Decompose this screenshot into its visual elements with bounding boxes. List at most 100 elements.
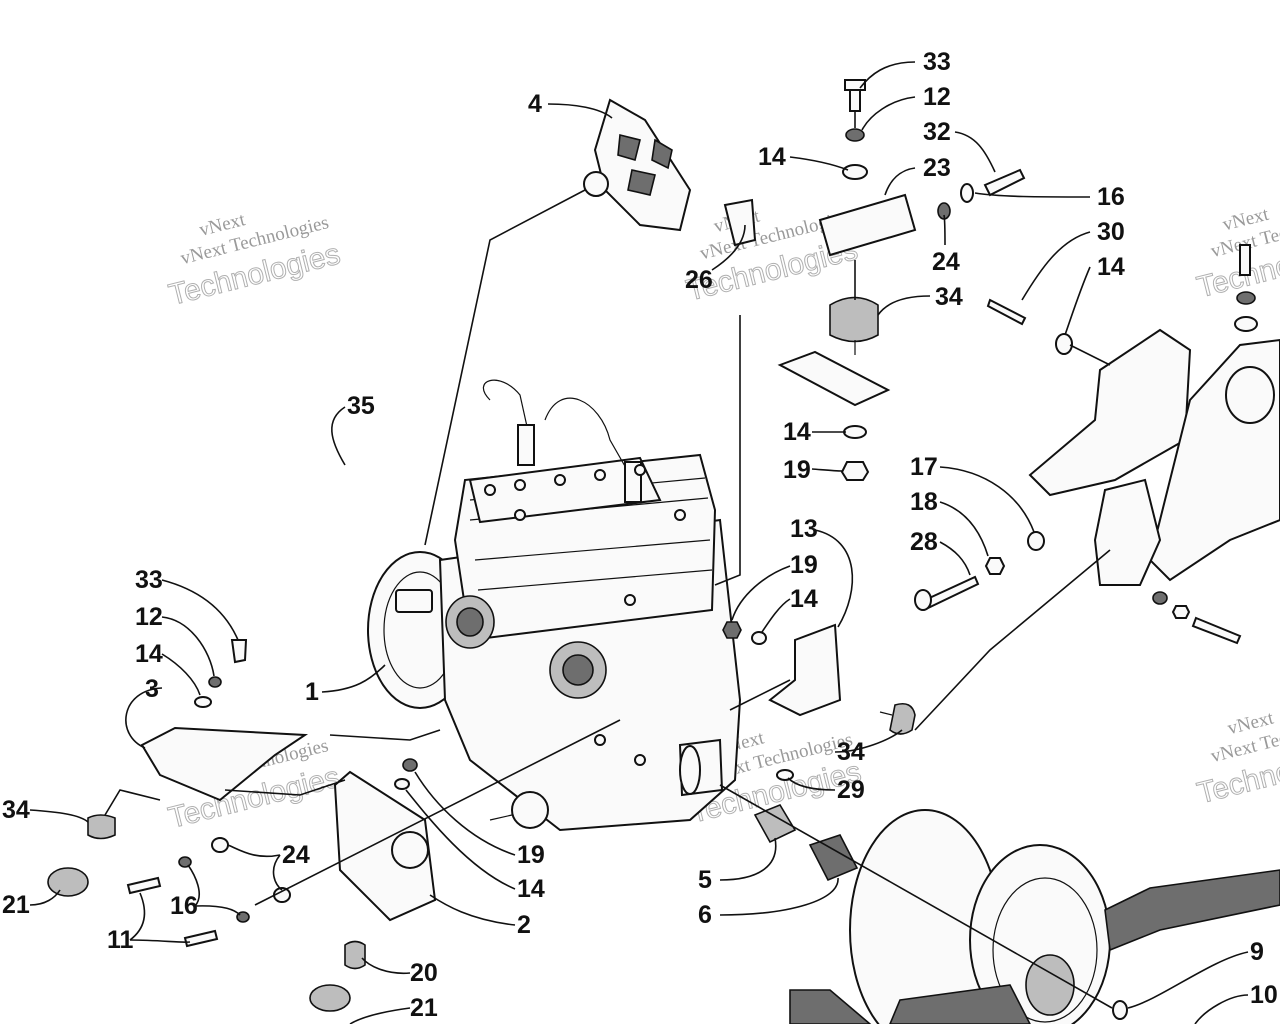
callout-35: 35 [347, 392, 375, 420]
engine-recoil-handle [395, 589, 433, 613]
front-bracket-plate [593, 98, 692, 232]
engine-spark-plug-cap-left [517, 424, 535, 466]
engine-exhaust-port-left-hole [456, 607, 484, 637]
rear-plate-cover [1028, 328, 1192, 497]
callout-11: 11 [107, 926, 134, 954]
watermark-right-mid: vNext vNext Technologies Technologies [1193, 707, 1280, 810]
nut-18 [984, 557, 1006, 575]
engine-cylinder-head [468, 456, 662, 524]
bolt-right-top [1239, 244, 1251, 276]
callout-33: 33 [923, 48, 951, 76]
mount-base-21-left [47, 867, 89, 897]
callout-24: 24 [282, 841, 310, 869]
watermark-right-top: vNext vNext Technologies Technologies [1193, 204, 1280, 305]
callout-19: 19 [517, 841, 545, 869]
callout-23: 23 [923, 154, 951, 182]
front-bracket-mount-rubber [583, 171, 609, 197]
engine-plug-wire-right [544, 397, 631, 476]
washer-16-upper [960, 183, 974, 203]
engine-bolt-heads [484, 464, 686, 766]
lock-washer-12-left [208, 676, 222, 688]
rear-plate-hole [1225, 366, 1275, 424]
clip-part [723, 198, 757, 247]
drive-belt [1104, 869, 1280, 952]
washer-14-upper [842, 164, 868, 180]
callout-19: 19 [790, 551, 818, 579]
drive-clutch [789, 809, 1280, 1024]
callout-28: 28 [910, 528, 938, 556]
bolt-11-b [183, 929, 219, 948]
mount-bracket-23 [818, 193, 917, 257]
callout-labels: 33 12 32 14 23 16 24 34 30 14 4 26 35 14… [2, 48, 1278, 1022]
nut-right-mid [1171, 605, 1191, 619]
engine-plug-wire-left [482, 379, 531, 441]
callout-18: 18 [910, 488, 938, 516]
callout-9: 9 [1250, 938, 1264, 966]
washer-9 [1112, 1000, 1128, 1020]
front-bracket-cutouts [617, 133, 673, 196]
clutch-cover-inner [992, 877, 1098, 1023]
callout-34: 34 [935, 283, 963, 311]
bushing-6 [808, 834, 859, 882]
callout-1: 1 [305, 678, 319, 706]
bracket-2-boss [391, 831, 429, 869]
callout-4: 4 [528, 90, 542, 118]
clutch-hub [1025, 954, 1075, 1016]
washer-16-left-a [178, 856, 192, 868]
washer-14-bracket [394, 778, 410, 790]
bracket-13 [768, 623, 842, 717]
callout-14: 14 [758, 143, 786, 171]
washer-14-right [1055, 333, 1073, 355]
callout-30: 30 [1097, 218, 1125, 246]
callout-10: 10 [1250, 981, 1278, 1009]
rubber-mount-20 [344, 940, 366, 970]
nut-19-lower [840, 461, 870, 481]
callout-14: 14 [1097, 253, 1125, 281]
callout-34: 34 [2, 796, 30, 824]
callout-32: 32 [923, 118, 951, 146]
washer-14-left [194, 696, 212, 708]
drive-belt-lower-right [889, 984, 1031, 1024]
front-engine-bracket [583, 98, 692, 232]
rubber-mount-34-upper [829, 296, 879, 343]
callout-14: 14 [135, 640, 163, 668]
bolt-33-left [230, 639, 248, 664]
callout-34: 34 [837, 738, 865, 766]
bolt-32 [983, 168, 1026, 197]
bolt-28 [923, 575, 980, 610]
engine-exhaust-port-right-hole [562, 654, 594, 686]
left-mount-group [47, 639, 309, 897]
callout-20: 20 [410, 959, 438, 987]
callout-6: 6 [698, 901, 712, 929]
rear-engine-plate [986, 244, 1280, 586]
bolt-28-group [914, 531, 1242, 645]
nut-19-left [402, 758, 418, 772]
bracket-2 [333, 770, 437, 922]
callout-17: 17 [910, 453, 938, 481]
callout-21: 21 [2, 891, 30, 919]
washer-14-mid [751, 631, 767, 645]
engine-water-pump-nipple [489, 814, 513, 821]
callout-21: 21 [410, 994, 438, 1022]
bolt-right-mid [1191, 616, 1242, 645]
mount-base-21-bottom [309, 984, 351, 1012]
drive-belt-lower [789, 989, 872, 1024]
bushing-5 [753, 804, 797, 844]
engine-assembly [367, 379, 742, 832]
callout-29: 29 [837, 776, 865, 804]
callout-16: 16 [1097, 183, 1125, 211]
callout-24: 24 [932, 248, 960, 276]
upper-mount-stack [777, 79, 1026, 481]
callout-26: 26 [685, 266, 713, 294]
engine-water-pump [511, 791, 549, 829]
bolt-30 [986, 298, 1027, 326]
bushings [753, 804, 859, 882]
bolt-33-head [844, 79, 866, 91]
callout-12: 12 [135, 603, 163, 631]
mount-bracket-3 [140, 726, 309, 802]
washer-right-top-a [1236, 291, 1256, 305]
rear-plate-mount [1093, 478, 1162, 586]
rubber-mount-34-mid [889, 702, 916, 735]
bracket-2-group [126, 758, 437, 1012]
